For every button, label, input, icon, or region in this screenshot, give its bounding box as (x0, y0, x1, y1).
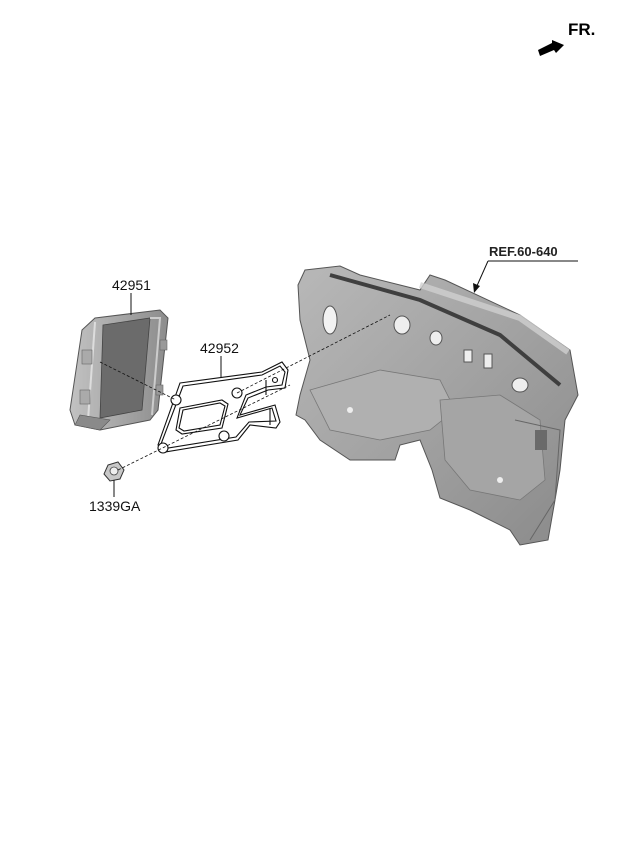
mounting-bracket-illustration (157, 361, 289, 454)
front-direction-arrow-icon (538, 40, 564, 56)
part-leader-lines (113, 293, 222, 497)
dash-panel-illustration (295, 265, 579, 546)
part-label-42952[interactable]: 42952 (200, 340, 239, 356)
part-label-1339GA[interactable]: 1339GA (89, 498, 141, 514)
nut-illustration (103, 461, 125, 482)
assembly-dashed-lines (99, 314, 391, 471)
front-direction-label: FR. (568, 20, 596, 39)
reference-leader-line (473, 260, 578, 293)
control-unit-module-illustration (69, 309, 169, 431)
reference-label[interactable]: REF.60-640 (489, 244, 558, 259)
part-label-42951[interactable]: 42951 (112, 277, 151, 293)
